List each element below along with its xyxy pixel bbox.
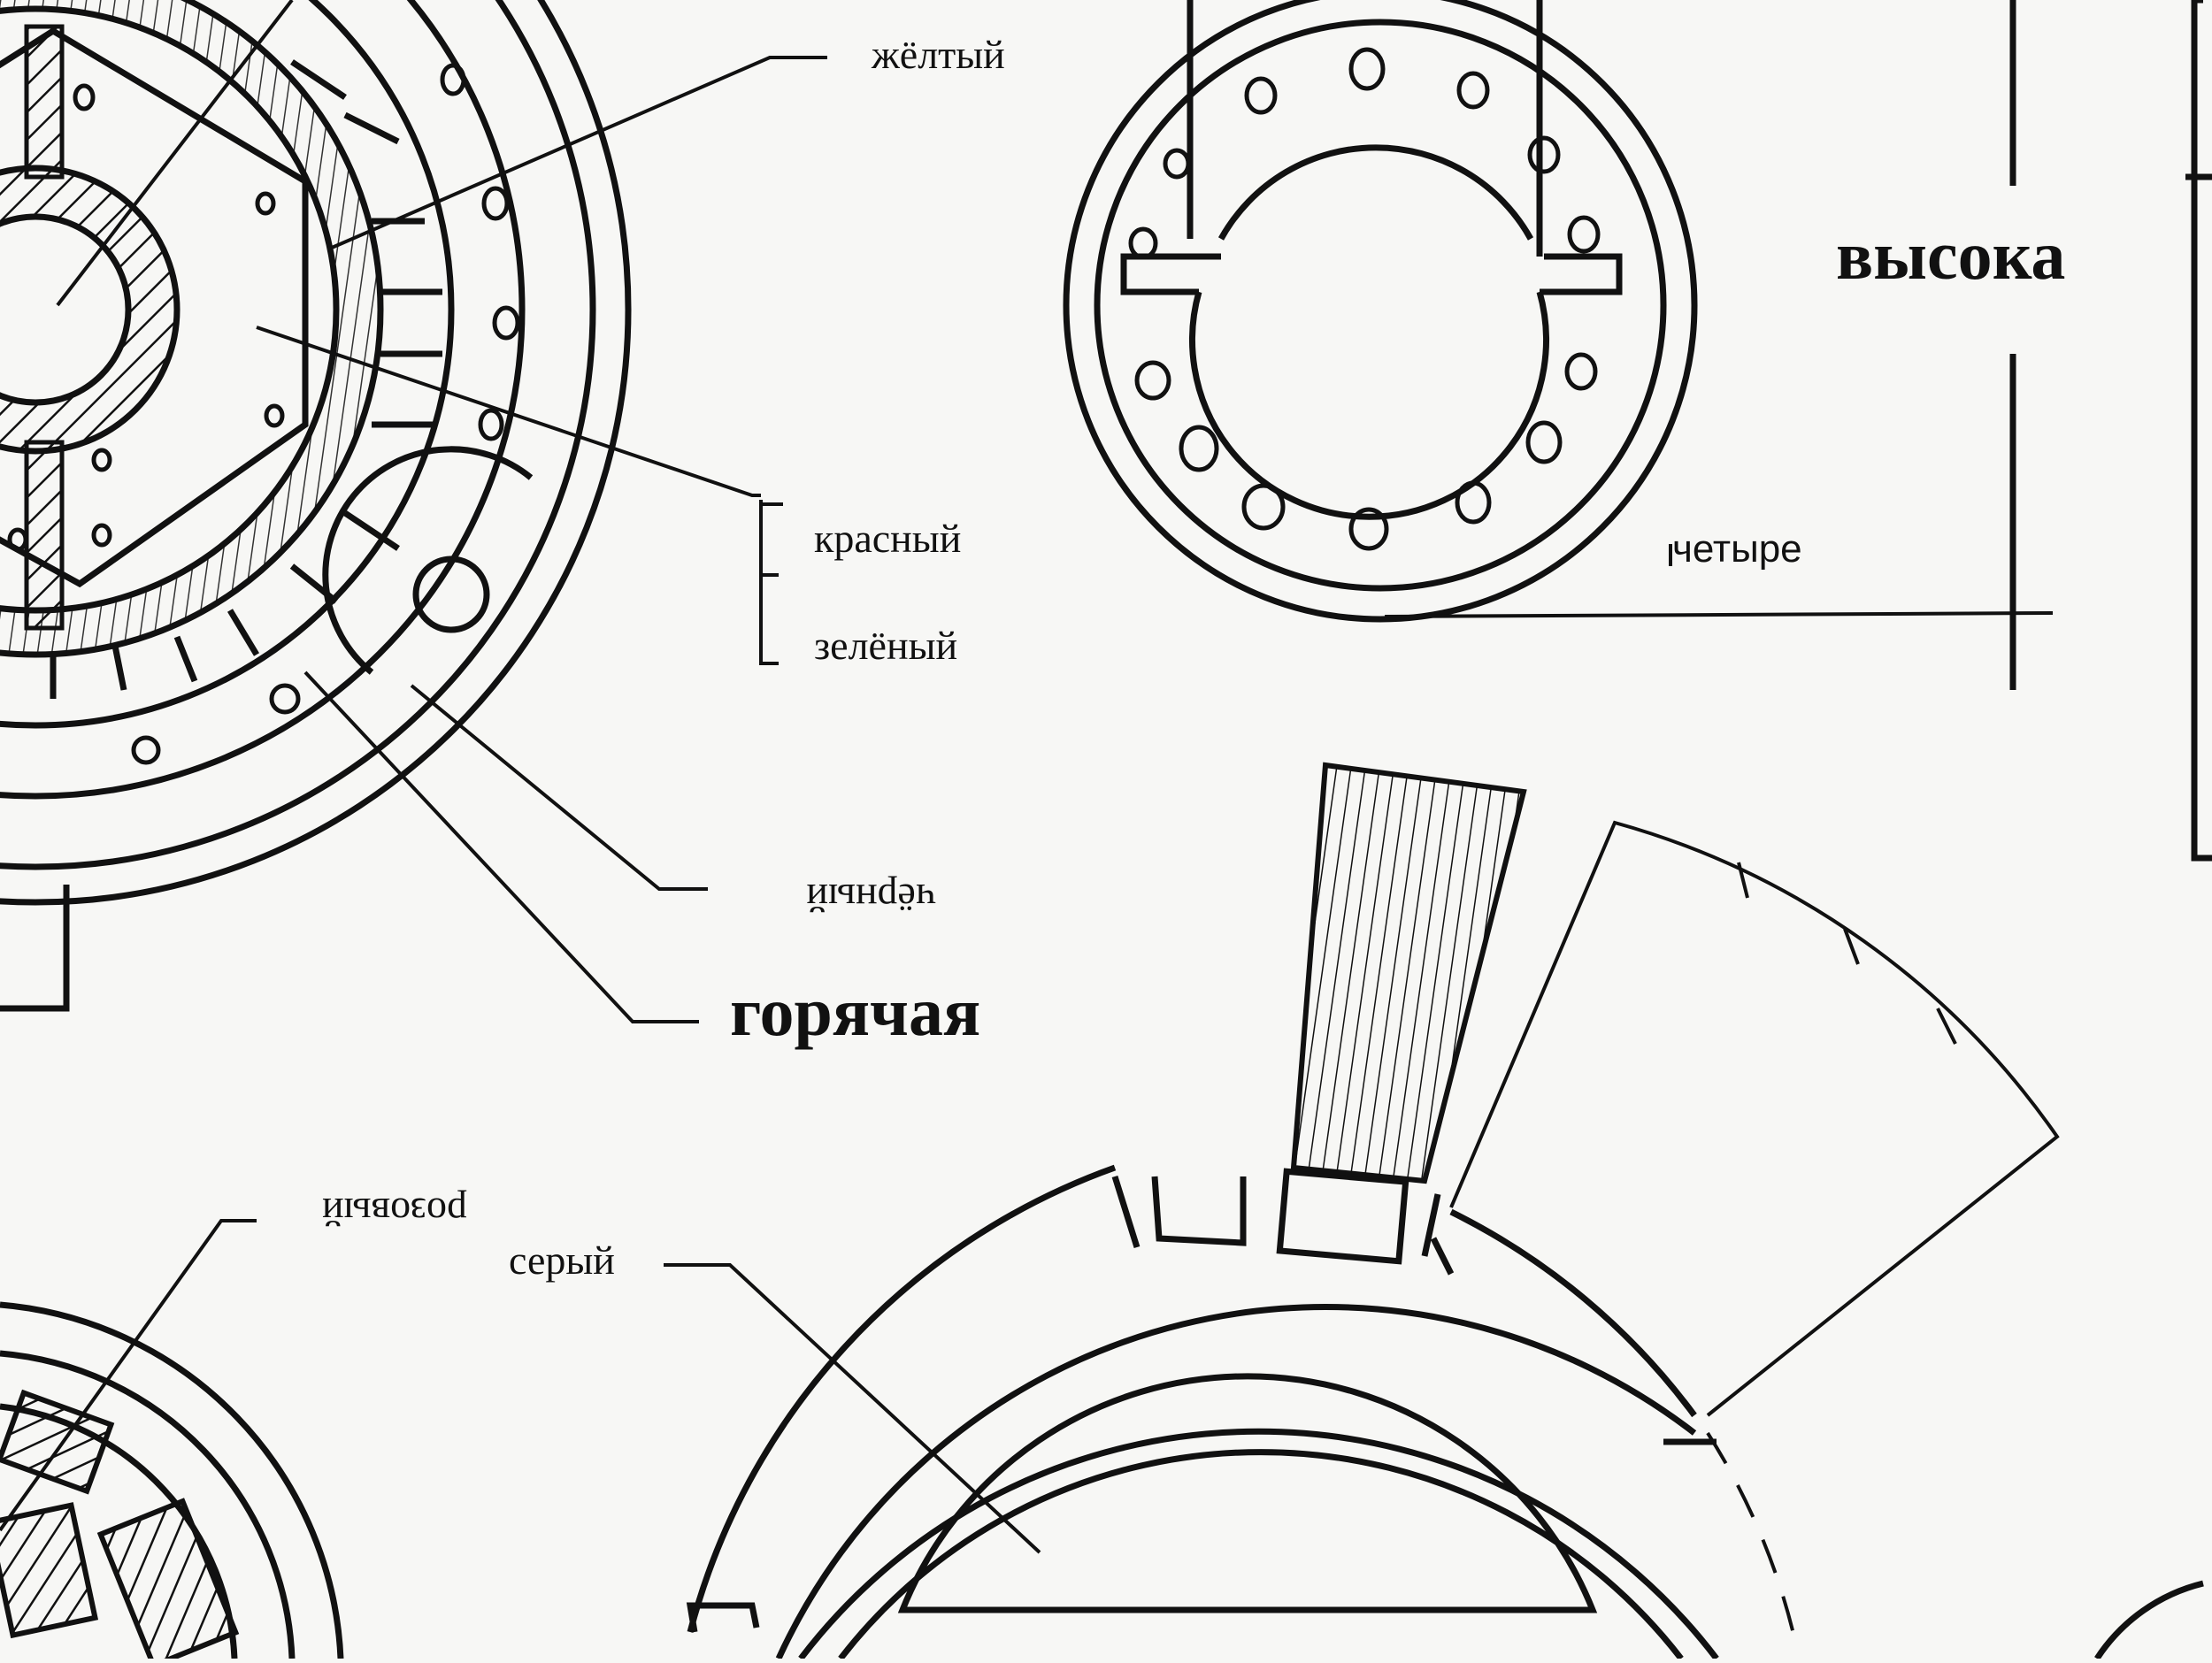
- label-high: высока: [1836, 217, 2065, 294]
- key-slot-left: [1120, 253, 1221, 295]
- hatched-winding-ring: [0, 0, 380, 655]
- bottom-center-assembly: [686, 762, 2060, 1661]
- outer-arc-right: [1449, 1208, 1697, 1418]
- label-four: четыре: [1672, 527, 1802, 571]
- outer-ring-2: [0, 0, 596, 870]
- outer-arc-left: [687, 1164, 1117, 1633]
- middle-arc: [775, 1304, 1697, 1660]
- hexagon-core: [0, 27, 309, 588]
- inner-arc-1: [798, 1428, 1719, 1661]
- top-right-flange: [1063, 0, 2212, 862]
- leaders-bottom: [0, 1219, 1041, 1554]
- inner-arc-2: [838, 1449, 1684, 1661]
- flange-bore-upper: [1217, 144, 1534, 241]
- label-black-upside-down: чёрный: [806, 876, 936, 921]
- key-slot-right: [1540, 253, 1623, 295]
- fan-sector: [1449, 820, 2060, 1417]
- flange-bore-lower: [1189, 291, 1549, 520]
- label-yellow: жёлтый: [871, 32, 1005, 77]
- outer-ring-1: [0, 0, 632, 906]
- bolt-ring-inner: [0, 0, 526, 800]
- dashed-arc: [1706, 1431, 1798, 1646]
- hatched-bar-top: [24, 24, 65, 180]
- bottom-left-assembly: [0, 1301, 2204, 1663]
- flange-outer: [1063, 0, 1698, 623]
- slot-ring-outer: [0, 0, 455, 729]
- hatched-bar-bottom: [24, 440, 65, 631]
- label-hot: горячая: [730, 973, 980, 1050]
- leaders-top-left: [56, 0, 827, 1023]
- label-gray: серый: [509, 1238, 615, 1283]
- terminal-hole: [412, 556, 490, 633]
- label-red: красный: [814, 516, 961, 561]
- terminal-lug: [322, 446, 534, 675]
- brush-comb: [1290, 762, 1527, 1184]
- top-left-assembly: [0, 0, 632, 1012]
- flange-inner-ring: [1094, 19, 1667, 592]
- label-pink-upside-down: розовый: [322, 1190, 467, 1235]
- shaft-bore: [0, 213, 132, 406]
- slot-ring-inner: [0, 0, 384, 658]
- label-green: зелёный: [814, 623, 957, 668]
